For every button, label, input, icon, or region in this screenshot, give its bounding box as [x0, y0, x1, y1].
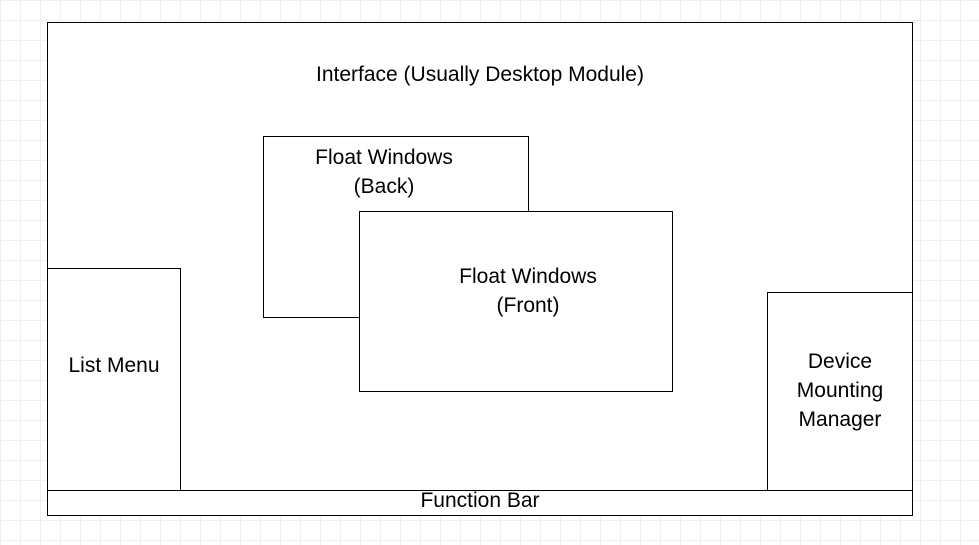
- list-menu-label: List Menu: [68, 354, 160, 377]
- float-window-front-label: Float Windows (Front): [459, 265, 597, 317]
- list-menu-panel: [47, 268, 181, 492]
- function-bar: [47, 490, 913, 516]
- float-window-back-label: Float Windows (Back): [315, 146, 453, 198]
- float-window-front: [359, 211, 673, 392]
- device-mounting-manager-label: Device Mounting Manager: [796, 350, 884, 431]
- function-bar-label: Function Bar: [420, 489, 540, 512]
- interface-label: Interface (Usually Desktop Module): [316, 63, 644, 86]
- device-mounting-manager-panel: [767, 292, 913, 492]
